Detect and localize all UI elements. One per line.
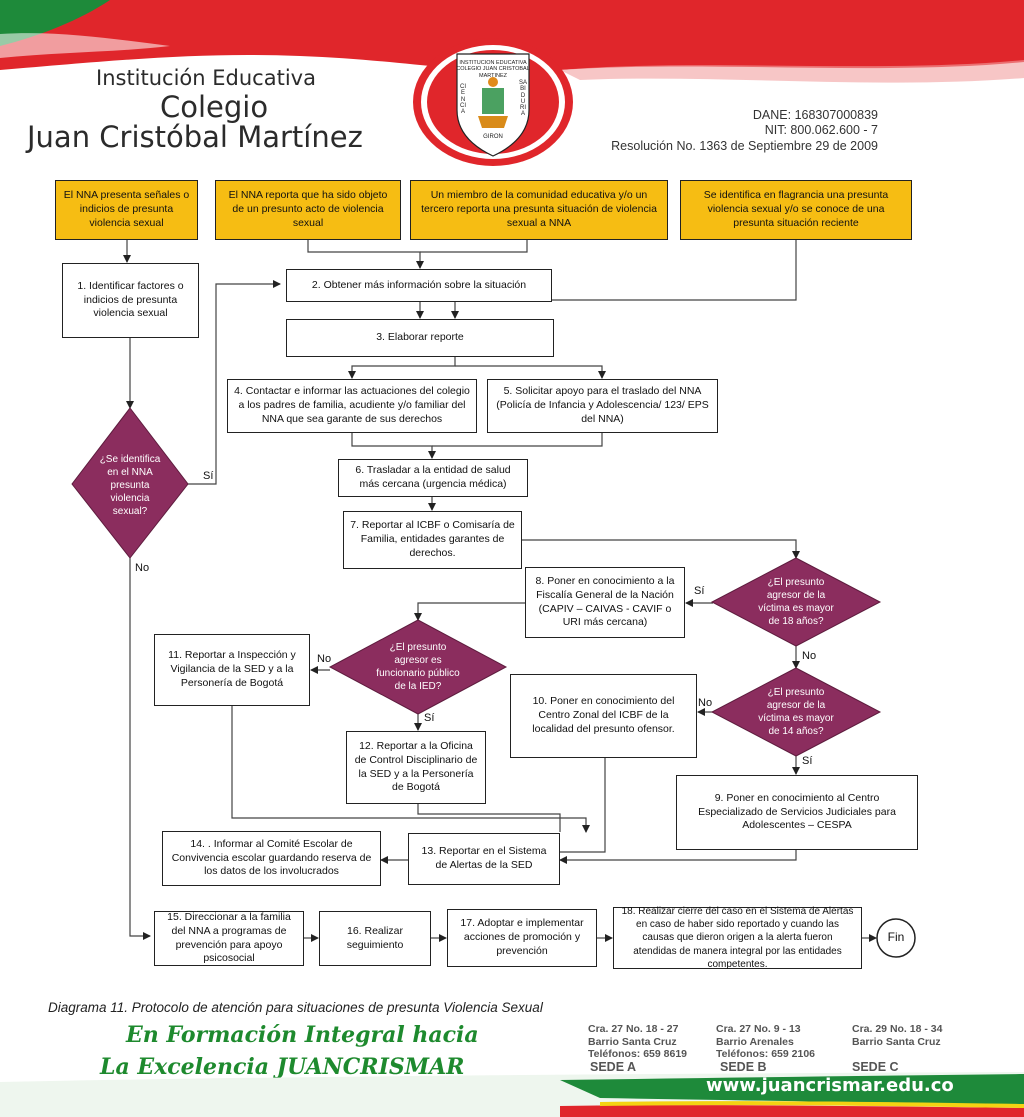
sede-c-info: Cra. 29 No. 18 - 34 Barrio Santa Cruz: [852, 1023, 942, 1048]
sede-b-info: Cra. 27 No. 9 - 13 Barrio Arenales Teléf…: [716, 1023, 815, 1061]
sede-c-label: SEDE C: [852, 1060, 899, 1074]
sede-a-phone: Teléfonos: 659 8619: [588, 1048, 688, 1061]
decision-diamond-4: [710, 667, 882, 757]
decision-1-text: ¿Se identifica en el NNA presunta violen…: [99, 453, 161, 517]
step-5-box: 5. Solicitar apoyo para el traslado del …: [487, 379, 718, 433]
d3-yes-label: Sí: [424, 712, 435, 724]
sede-a-address: Cra. 27 No. 18 - 27: [588, 1023, 679, 1035]
step-18-box: 18. Realizar cierre del caso en el Siste…: [613, 906, 862, 970]
sede-b-address: Cra. 27 No. 9 - 13: [716, 1023, 801, 1035]
step-14-box: 14. . Informar al Comité Escolar de Conv…: [162, 831, 381, 886]
decision-diamond-3: [328, 619, 508, 715]
d4-yes-label: Sí: [802, 755, 813, 767]
sede-c-barrio: Barrio Santa Cruz: [852, 1035, 941, 1048]
institution-line2: Colegio: [160, 90, 269, 124]
sede-b-phone: Teléfonos: 659 2106: [716, 1048, 816, 1061]
step-1-box: 1. Identificar factores o indicios de pr…: [62, 263, 199, 338]
seal-text: INSTITUCION EDUCATIVA COLEGIO JUAN CRIST…: [456, 60, 530, 79]
step-17-box: 17. Adoptar e implementar acciones de pr…: [447, 909, 597, 967]
trigger-box-3: Un miembro de la comunidad educativa y/o…: [410, 180, 668, 240]
website-link[interactable]: www.juancrismar.edu.co: [706, 1075, 954, 1096]
resolucion-text: Resolución No. 1363 de Septiembre 29 de …: [611, 138, 878, 153]
step-4-box: 4. Contactar e informar las actuaciones …: [227, 379, 477, 433]
step-3-box: 3. Elaborar reporte: [286, 319, 554, 357]
step-9-box: 9. Poner en conocimiento al Centro Espec…: [676, 775, 918, 850]
sede-a-info: Cra. 27 No. 18 - 27 Barrio Santa Cruz Te…: [588, 1023, 687, 1061]
dane-text: DANE: 168307000839: [752, 108, 878, 122]
decision-4-text: ¿El presunto agresor de la víctima es ma…: [758, 687, 834, 737]
d1-no-label: No: [135, 562, 150, 574]
school-seal-logo: INSTITUCION EDUCATIVA COLEGIO JUAN CRIST…: [410, 36, 576, 172]
sede-b-barrio: Barrio Arenales: [716, 1035, 794, 1048]
slogan-line1: En Formación Integral hacia: [126, 1022, 479, 1048]
diagram-caption: Diagrama 11. Protocolo de atención para …: [48, 1000, 543, 1015]
d4-no-label: No: [698, 697, 713, 709]
trigger-box-1: El NNA presenta señales o indicios de pr…: [55, 180, 198, 240]
decision-2-text: ¿El presunto agresor de la víctima es ma…: [758, 577, 834, 627]
sede-b-label: SEDE B: [720, 1060, 767, 1074]
sede-c-address: Cra. 29 No. 18 - 34: [852, 1023, 943, 1035]
seal-motto-right: SABIDURIA: [519, 80, 528, 118]
trigger-box-4: Se identifica en flagrancia una presunta…: [680, 180, 912, 240]
step-2-box: 2. Obtener más información sobre la situ…: [286, 269, 552, 302]
step-16-box: 16. Realizar seguimiento: [319, 911, 431, 966]
seal-motto-left: CIENCIA: [460, 84, 466, 116]
d3-no-label: No: [317, 653, 332, 665]
seal-city: GIRON: [483, 134, 503, 140]
step-7-box: 7. Reportar al ICBF o Comisaría de Famil…: [343, 511, 522, 569]
d2-no-label: No: [802, 650, 817, 662]
decision-diamond-2: [710, 557, 882, 647]
header-info: DANE: 168307000839 NIT: 800.062.600 - 7 …: [578, 108, 878, 154]
decision-diamond-1: [71, 407, 189, 559]
header-banner: [0, 0, 1024, 83]
trigger-box-2: El NNA reporta que ha sido objeto de un …: [215, 180, 401, 240]
step-13-box: 13. Reportar en el Sistema de Alertas de…: [408, 833, 560, 885]
d2-yes-label: Sí: [694, 585, 705, 597]
institution-line3: Juan Cristóbal Martínez: [27, 120, 363, 154]
step-11-box: 11. Reportar a Inspección y Vigilancia d…: [154, 634, 310, 706]
sede-a-barrio: Barrio Santa Cruz: [588, 1035, 677, 1048]
footer-band: [0, 1072, 1024, 1117]
nit-text: NIT: 800.062.600 - 7: [764, 123, 878, 138]
decision-3-text: ¿El presunto agresor es funcionario públ…: [376, 642, 460, 692]
step-8-box: 8. Poner en conocimiento a la Fiscalía G…: [525, 567, 685, 638]
end-terminal-circle: [876, 918, 916, 958]
sede-a-label: SEDE A: [590, 1060, 637, 1074]
slogan-line2: La Excelencia JUANCRISMAR: [100, 1054, 465, 1080]
step-10-box: 10. Poner en conocimiento del Centro Zon…: [510, 674, 697, 758]
step-12-box: 12. Reportar a la Oficina de Control Dis…: [346, 731, 486, 804]
d1-yes-label: Sí: [203, 470, 214, 482]
institution-line1: Institución Educativa: [96, 66, 316, 90]
step-15-box: 15. Direccionar a la familia del NNA a p…: [154, 911, 304, 966]
step-6-box: 6. Trasladar a la entidad de salud más c…: [338, 459, 528, 497]
end-terminal-label: Fin: [887, 930, 905, 944]
